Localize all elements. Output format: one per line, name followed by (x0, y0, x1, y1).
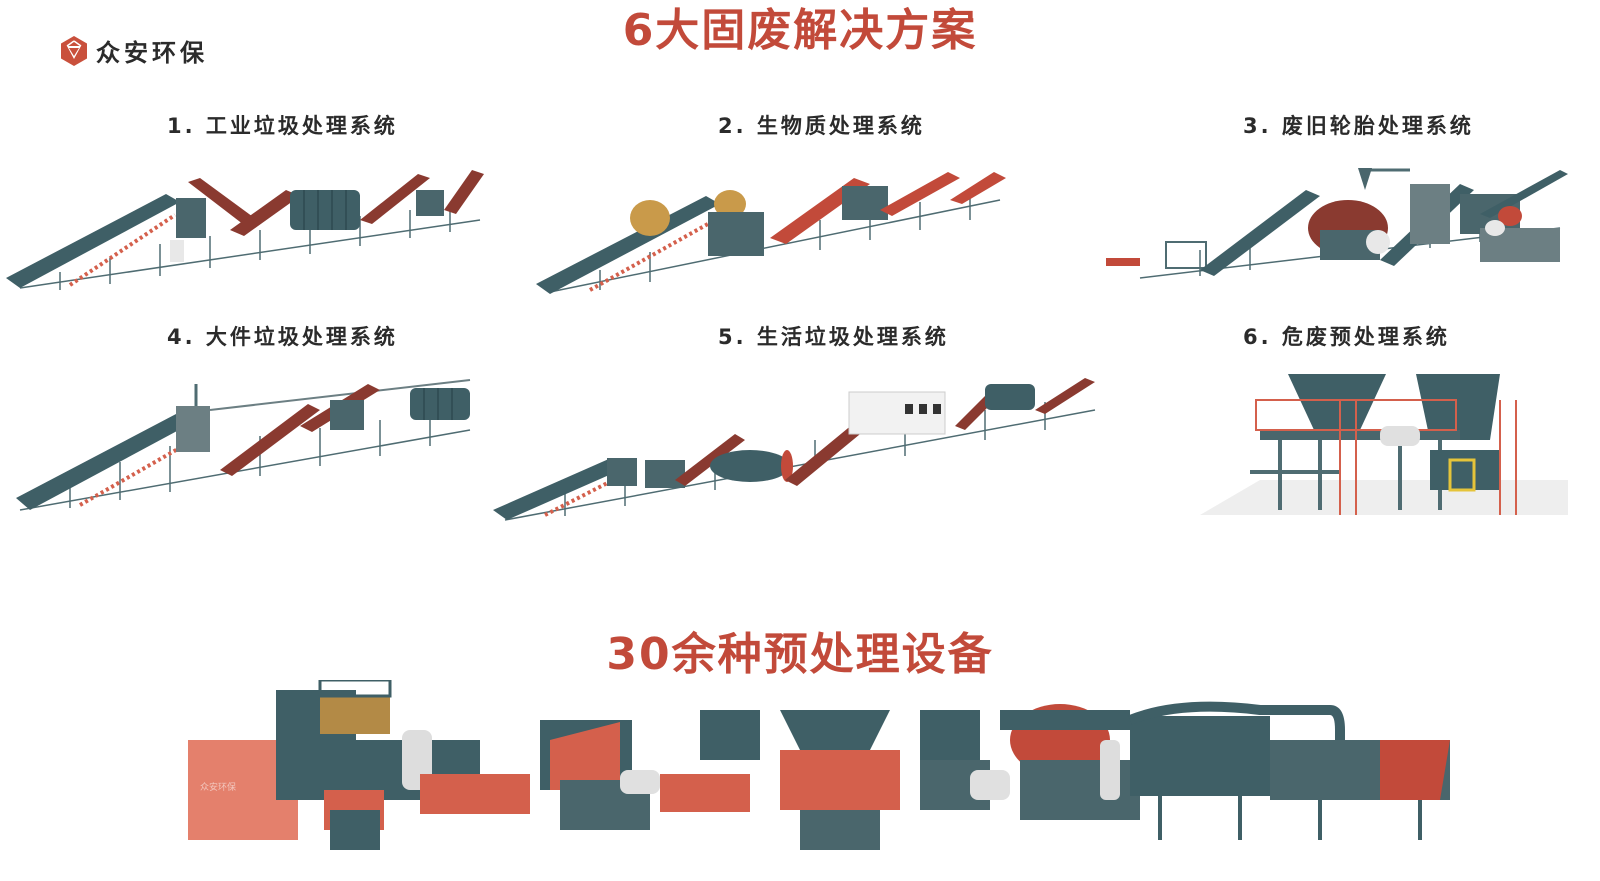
hexagon-gem-icon (61, 35, 87, 66)
brand-logo: 众安环保 (60, 33, 208, 68)
solutions-headline: 6大固废解决方案 (622, 5, 978, 56)
watermark: 众安环保 (200, 781, 236, 793)
system-label-tire: 3. 废旧轮胎处理系统 (1243, 114, 1474, 138)
industrial-waste-line-illustration (0, 160, 500, 300)
system-label-industrial: 1. 工业垃圾处理系统 (167, 114, 398, 138)
waste-tire-line-illustration (1100, 150, 1568, 290)
system-label-biomass: 2. 生物质处理系统 (718, 114, 925, 138)
bulky-waste-line-illustration (0, 370, 480, 520)
biomass-line-illustration (530, 160, 1020, 300)
brand-name: 众安环保 (96, 39, 208, 67)
hazardous-waste-illustration (1200, 370, 1568, 515)
domestic-waste-line-illustration (485, 370, 1105, 530)
system-label-domestic: 5. 生活垃圾处理系统 (718, 325, 949, 349)
equipment-headline: 30余种预处理设备 (606, 629, 994, 680)
system-label-bulky: 4. 大件垃圾处理系统 (167, 325, 398, 349)
system-label-hazardous: 6. 危废预处理系统 (1243, 325, 1450, 349)
equipment-lineup-illustration: 众安环保 (180, 680, 1460, 860)
